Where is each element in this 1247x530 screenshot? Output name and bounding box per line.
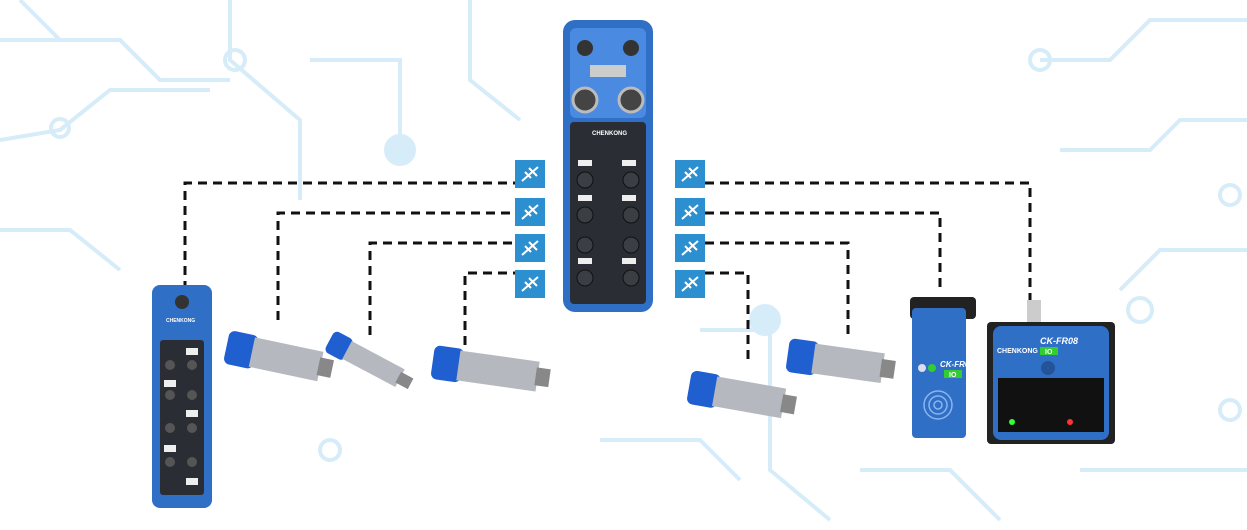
proximity-sensor xyxy=(786,338,896,384)
cable-sensor-4 xyxy=(705,271,750,365)
rfid-reader-small: CK-FR05 IO xyxy=(910,297,976,438)
link-icon xyxy=(675,234,705,262)
link-icon xyxy=(515,198,545,226)
cable-reader-small xyxy=(705,211,942,290)
master-brand-label: CHENKONG xyxy=(592,131,627,137)
link-icon xyxy=(515,270,545,298)
link-icon xyxy=(675,270,705,298)
link-icons xyxy=(515,160,705,298)
proximity-sensor xyxy=(687,370,797,419)
reader-small-model: CK-FR05 xyxy=(940,360,974,369)
link-icon xyxy=(675,198,705,226)
cable-sensor-5 xyxy=(705,241,850,335)
io-hub-module: CHENKONG xyxy=(152,285,212,508)
io-link-master-module: CHENKONG xyxy=(563,20,653,312)
cables xyxy=(183,181,1032,365)
reader-large-model: CK-FR08 xyxy=(1040,336,1078,346)
link-icon xyxy=(675,160,705,188)
cable-sensor-3 xyxy=(463,271,515,345)
proximity-sensor xyxy=(224,331,334,382)
proximity-sensor xyxy=(325,331,414,390)
link-icon xyxy=(515,234,545,262)
reader-small-io-badge: IO xyxy=(949,372,957,379)
cable-reader-large xyxy=(705,181,1032,300)
reader-large-brand: CHENKONG xyxy=(997,348,1038,355)
proximity-sensor xyxy=(431,345,551,392)
cable-hub xyxy=(183,181,515,290)
link-icon xyxy=(515,160,545,188)
cable-sensor-2 xyxy=(368,241,515,335)
rfid-reader-large: CHENKONG CK-FR08 IO xyxy=(987,300,1115,444)
cable-sensor-1 xyxy=(276,211,515,320)
hub-brand-label: CHENKONG xyxy=(166,318,195,324)
reader-large-io-badge: IO xyxy=(1045,349,1053,356)
